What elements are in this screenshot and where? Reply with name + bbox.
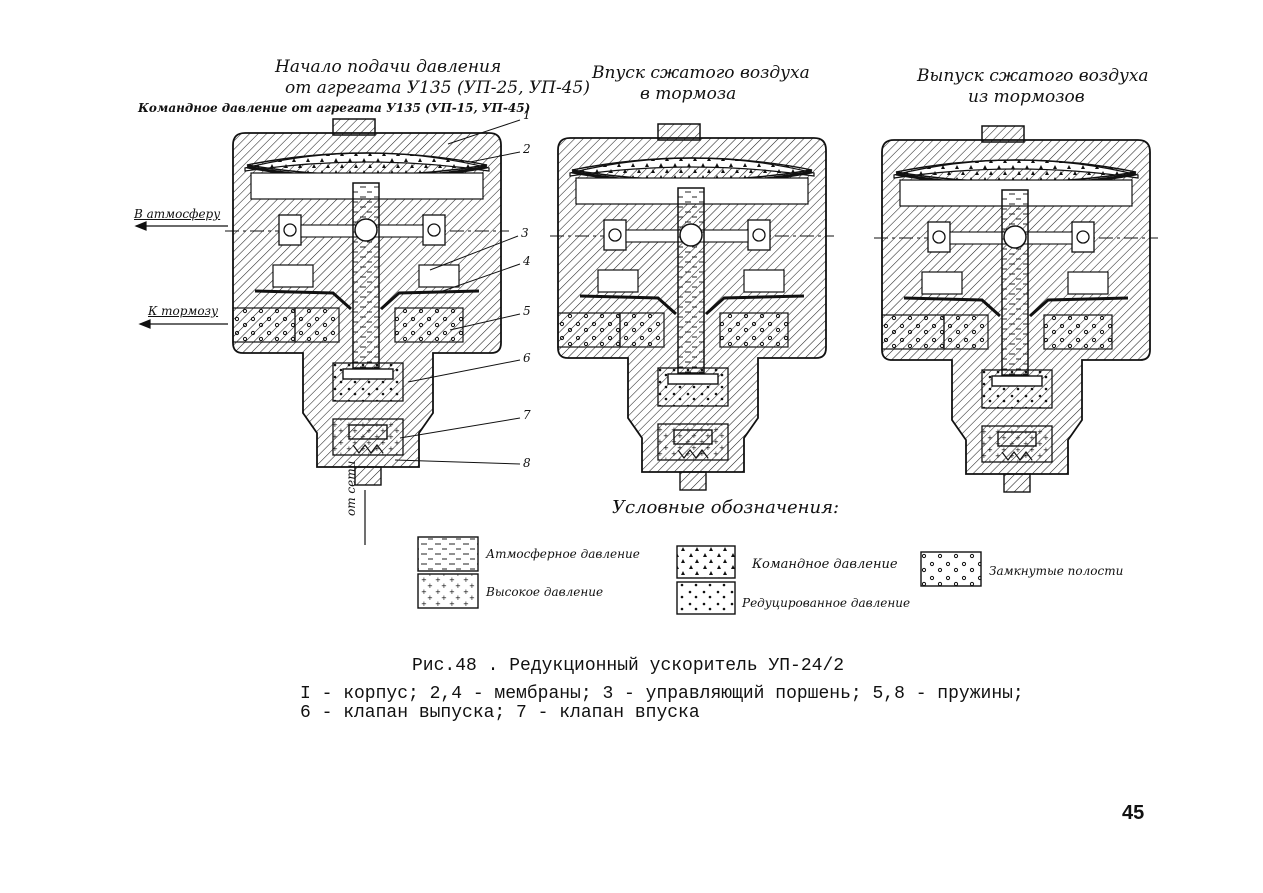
panel-2-title-line1: Впуск сжатого воздуха [592,63,810,83]
callout-4: 4 [523,254,531,268]
to-brake-label: К тормозу [148,304,219,318]
callout-1: 1 [523,108,531,122]
callout-7: 7 [523,408,531,422]
legend-item-closed: Замкнутые полости [989,564,1124,578]
figure-caption-line1: I - корпус; 2,4 - мембраны; 3 - управляю… [300,684,1024,704]
from-network-label: от сети [344,460,358,516]
callout-3: 3 [521,226,529,240]
valve-section-3 [872,124,1160,494]
figure-caption-line2: 6 - клапан выпуска; 7 - клапан впуска [300,703,700,723]
panel-2-title-line2: в тормоза [640,84,737,104]
callout-8: 8 [523,456,531,470]
legend-item-high: Высокое давление [486,585,604,599]
panel-1-title-line1: Начало подачи давления [275,57,502,77]
legend-item-reduced: Редуцированное давление [742,596,911,610]
panel-3-title-line2: из тормозов [968,87,1085,107]
callout-6: 6 [523,351,531,365]
callout-5: 5 [523,304,531,318]
figure-caption-title: Рис.48 . Редукционный ускоритель УП-24/2 [412,656,845,676]
legend-swatches [417,536,982,615]
callout-2: 2 [523,142,531,156]
legend-item-atmospheric: Атмосферное давление [486,547,640,561]
callout-leaders [394,119,521,465]
valve-section-1 [223,117,511,487]
page-number: 45 [1122,802,1145,824]
panel-1-title-line2: от агрегата У135 (УП-25, УП-45) [285,78,590,98]
command-pressure-label: Командное давление от агрегата У135 (УП-… [138,101,531,115]
left-arrows [134,221,366,545]
legend-item-command: Командное давление [752,557,898,572]
panel-3-title-line1: Выпуск сжатого воздуха [917,66,1149,86]
valve-section-2 [548,122,836,492]
legend-title: Условные обозначения: [612,497,840,518]
to-atmosphere-label: В атмосферу [134,207,221,221]
